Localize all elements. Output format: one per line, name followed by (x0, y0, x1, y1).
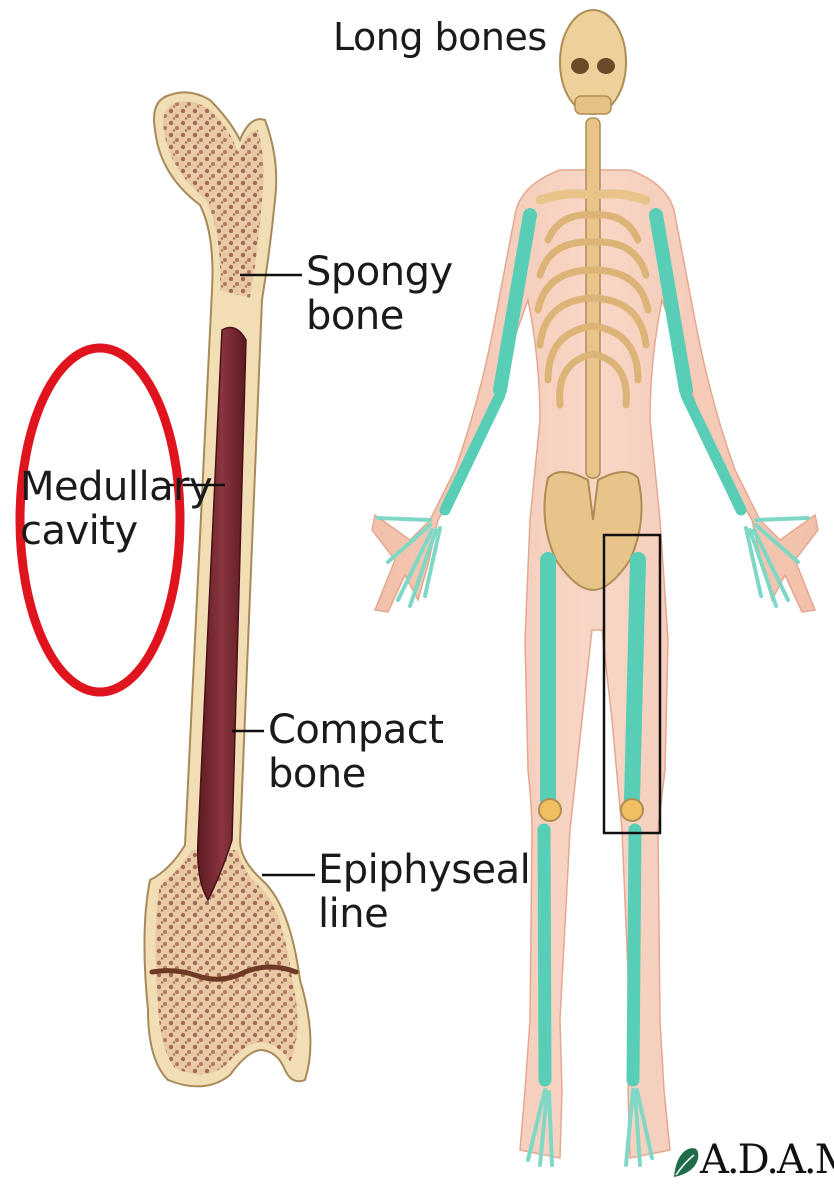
diagram-title: Long bones (333, 15, 547, 59)
skull-eye-right (597, 58, 615, 74)
kneecap-left (539, 799, 561, 821)
label-spongy-bone: Spongy bone (306, 250, 453, 338)
adam-credit: A.D.A.M. (700, 1138, 834, 1182)
skull-eye-left (571, 58, 589, 74)
femur-section (20, 92, 315, 1086)
kneecap-right (621, 799, 643, 821)
skull-jaw (575, 96, 611, 114)
label-epiphyseal-line: Epiphyseal line (318, 848, 530, 936)
label-medullary-cavity: Medullary cavity (20, 465, 212, 553)
skeleton-figure (372, 10, 818, 1165)
spongy-bone-end (155, 850, 297, 1074)
adam-leaf-icon (674, 1148, 698, 1177)
label-compact-bone: Compact bone (268, 708, 443, 796)
clavicles (540, 194, 646, 200)
